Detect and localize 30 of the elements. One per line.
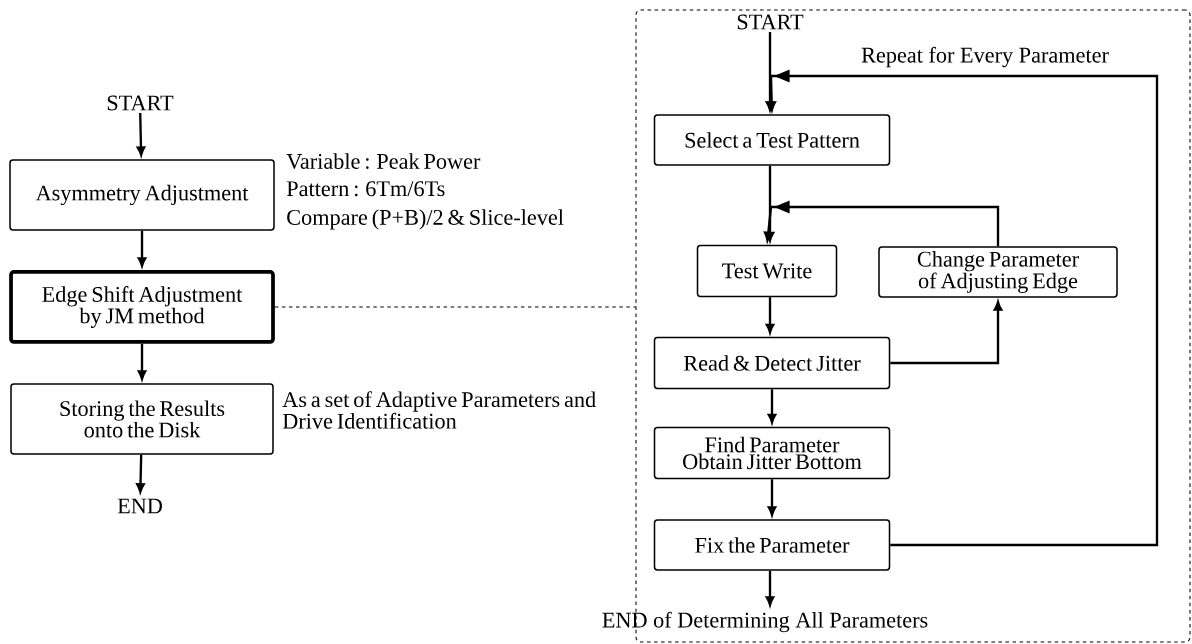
process-box: Asymmetry Adjustment [9,159,275,231]
arrow [765,297,775,334]
arrow [136,454,145,493]
process-box: Select a Test Pattern [653,114,891,166]
process-box: Edge Shift Adjustment by JM method [9,270,275,344]
arrow [767,389,777,424]
arrow [890,301,1003,365]
process-box: Test Write [696,244,838,298]
process-box: Change Parameter of Adjusting Edge [878,246,1118,298]
arrow [137,343,147,380]
terminal-label: END of Determining All Parameters [602,611,928,633]
edge-label: Repeat for Every Parameter [859,45,1111,69]
terminal-label: END [117,498,162,514]
terminal-label: START [107,95,174,111]
annotation-text: Compare (P+B)/2 & Slice-level [287,209,564,230]
dashed-line [274,306,636,308]
annotation-text: As a set of Adaptive Parameters and Drive Identification [282,391,596,429]
arrow [765,570,775,606]
terminal-label: START [737,14,804,30]
arrow [767,69,1159,547]
process-box: Fix the Parameter [653,519,891,571]
process-box: Storing the Results onto the Disk [10,383,274,455]
process-box: Read & Detect Jitter [653,336,891,390]
arrow [137,230,147,267]
process-box: Find Parameter Obtain Jitter Bottom [653,426,891,480]
annotation-text: Variable : Peak Power [286,153,481,169]
arrow [136,113,146,156]
annotation-text: Pattern : 6Tm/6Ts [286,181,445,197]
arrow [767,479,777,516]
arrow [763,200,1000,247]
